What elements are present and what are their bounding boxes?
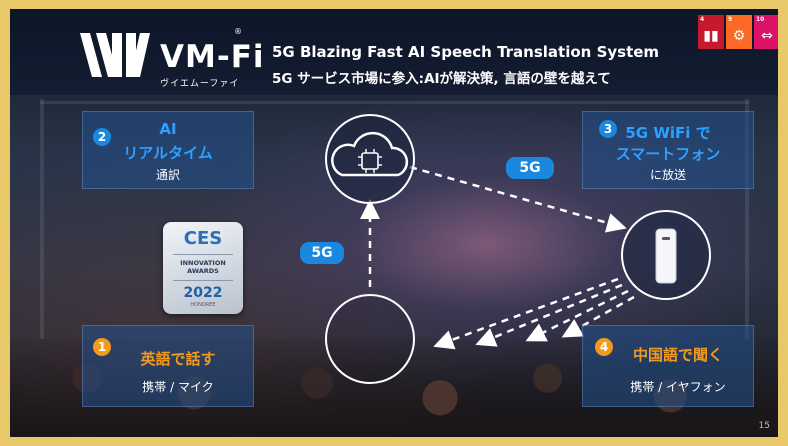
sdg-10-icon: 10⇔	[754, 15, 778, 49]
step-1-badge: 1	[93, 338, 111, 356]
arrow-router-broadcast	[525, 289, 629, 342]
arrow-cloud-to-router	[409, 165, 627, 233]
step-1-title: 英語で話す	[140, 350, 216, 368]
title-japanese: 5G サービス市場に参入:AIが解決策, 言語の壁を越えて	[272, 71, 611, 87]
ai-cloud-icon	[331, 131, 409, 177]
step-3-sub: に放送	[649, 168, 686, 182]
wifi-router-icon	[655, 228, 677, 284]
sdg-4-icon: 4▮▮	[698, 15, 724, 49]
logo-wordmark: VM-Fi	[160, 39, 265, 75]
stage-truss	[745, 99, 749, 339]
step-2-badge: 2	[93, 128, 111, 146]
ces-year: 2022	[183, 285, 223, 301]
step-2-title-line2: リアルタイム	[123, 144, 213, 162]
step-2-box: 2 AI リアルタイム 通訳	[82, 111, 254, 189]
label-5g-left: 5G	[300, 242, 344, 264]
step-4-title: 中国語で聞く	[632, 346, 723, 364]
logo-katakana: ヴイエムーファイ	[160, 79, 240, 89]
step-4-badge: 4	[595, 338, 613, 356]
sdg-9-icon: 9⚙	[726, 15, 752, 49]
stage-truss	[40, 101, 749, 104]
vm-fi-logo-icon	[80, 33, 150, 77]
flow-diagram	[325, 114, 711, 384]
cloud-node	[325, 114, 415, 204]
slide: VM-Fi ® ヴイエムーファイ 5G Blazing Fast AI Spee…	[10, 9, 778, 437]
step-4-box: 4 中国語で聞く 携帯 / イヤフォン	[582, 325, 754, 407]
step-3-badge: 3	[599, 120, 617, 138]
step-2-title-line1: AI	[159, 120, 177, 138]
arrow-router-to-speaker	[433, 277, 619, 350]
step-4-sub: 携帯 / イヤフォン	[630, 380, 726, 394]
ces-innovation-award-badge: CES INNOVATION AWARDS 2022 HONOREE	[163, 222, 243, 314]
step-1-sub: 携帯 / マイク	[142, 380, 214, 394]
title-english: 5G Blazing Fast AI Speech Translation Sy…	[272, 43, 660, 61]
step-3-title-line2: スマートフォン	[615, 145, 721, 163]
ces-divider	[173, 280, 233, 281]
stage-truss	[40, 99, 44, 339]
ces-divider	[173, 254, 233, 255]
ces-logo: CES	[183, 228, 223, 249]
step-3-title-line1: 5G WiFi で	[625, 124, 711, 142]
step-1-box: 1 英語で話す 携帯 / マイク	[82, 325, 254, 407]
label-5g-top: 5G	[506, 157, 554, 179]
speaker-node	[325, 294, 415, 384]
registered-mark: ®	[234, 27, 242, 36]
step-3-box: 3 5G WiFi で スマートフォン に放送	[582, 111, 754, 189]
ces-honoree: HONOREE	[190, 302, 216, 308]
step-2-sub: 通訳	[155, 168, 180, 182]
ces-award-text: INNOVATION AWARDS	[180, 259, 226, 275]
page-number: 15	[758, 421, 770, 431]
